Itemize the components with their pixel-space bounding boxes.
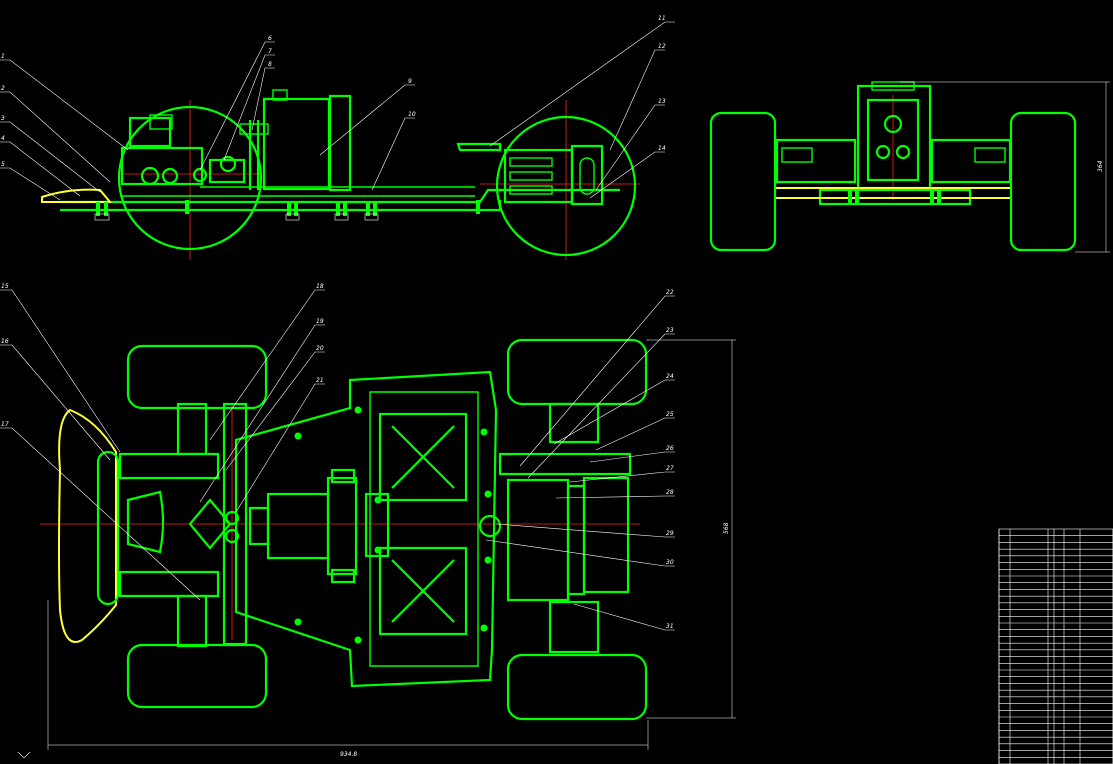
callout-30: 30 bbox=[666, 559, 674, 566]
front-view: 364 bbox=[709, 81, 1110, 253]
callout-5: 5 bbox=[1, 161, 5, 168]
callout-22: 22 bbox=[666, 289, 674, 296]
callout-9: 9 bbox=[408, 78, 412, 85]
callout-16: 16 bbox=[1, 338, 9, 345]
callout-8: 8 bbox=[268, 61, 272, 68]
callout-29: 29 bbox=[666, 530, 674, 537]
ucs-corner-mark bbox=[17, 751, 31, 759]
callout-23: 23 bbox=[666, 327, 674, 334]
callout-19: 19 bbox=[316, 318, 324, 325]
callout-3: 3 bbox=[1, 115, 5, 122]
callout-14: 14 bbox=[658, 145, 666, 152]
callout-2: 2 bbox=[1, 85, 5, 92]
callout-17: 17 bbox=[1, 421, 9, 428]
callout-27: 27 bbox=[666, 465, 674, 472]
dimension-plan-vert: 568 bbox=[723, 522, 730, 534]
callout-12: 12 bbox=[658, 43, 666, 50]
dimension-front: 364 bbox=[1097, 160, 1104, 172]
callout-31: 31 bbox=[666, 623, 674, 630]
callout-4: 4 bbox=[1, 135, 5, 142]
callout-18: 18 bbox=[316, 283, 324, 290]
callout-13: 13 bbox=[658, 98, 666, 105]
callout-10: 10 bbox=[408, 111, 416, 118]
callout-26: 26 bbox=[666, 445, 674, 452]
callout-24: 24 bbox=[666, 373, 674, 380]
callout-28: 28 bbox=[666, 489, 674, 496]
callout-7: 7 bbox=[268, 48, 272, 55]
callout-25: 25 bbox=[666, 411, 674, 418]
callout-21: 21 bbox=[316, 377, 324, 384]
dimension-plan-horiz: 934.8 bbox=[340, 751, 357, 758]
callout-15: 15 bbox=[1, 283, 9, 290]
parts-list-table bbox=[998, 528, 1113, 764]
callout-11: 11 bbox=[658, 15, 666, 22]
callout-6: 6 bbox=[268, 35, 272, 42]
callout-1: 1 bbox=[1, 53, 5, 60]
side-view: 1 2 3 4 5 6 7 8 9 10 11 12 13 14 bbox=[0, 15, 675, 260]
callout-20: 20 bbox=[316, 345, 324, 352]
top-view: 934.8 568 15 16 17 bbox=[0, 283, 736, 758]
